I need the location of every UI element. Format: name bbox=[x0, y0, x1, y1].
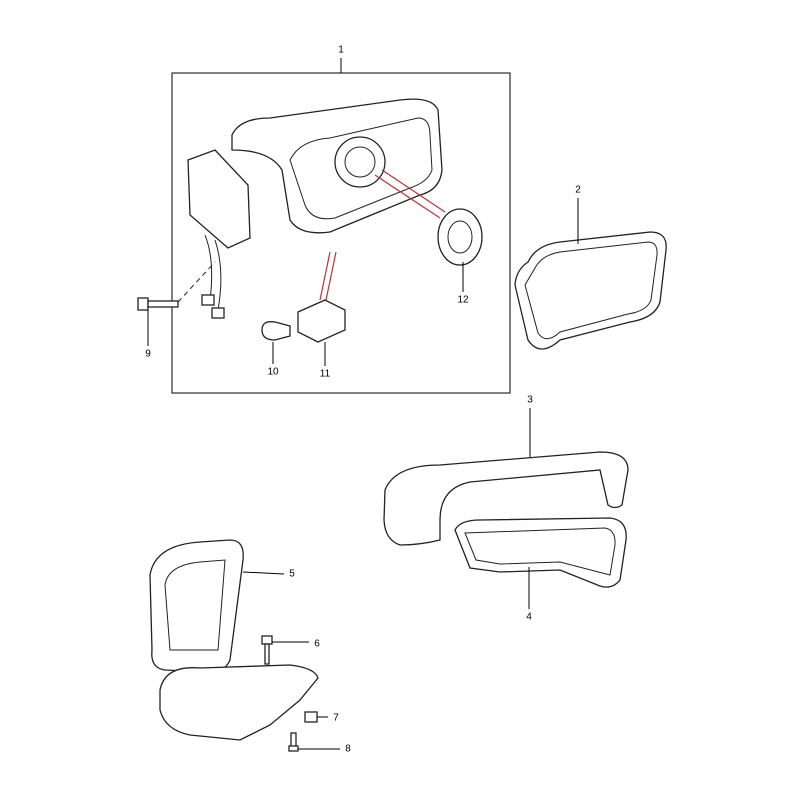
mirror-glass bbox=[514, 198, 667, 350]
bolt-9 bbox=[137, 261, 216, 346]
callout-1: 1 bbox=[338, 44, 344, 56]
callout-12: 12 bbox=[457, 294, 469, 306]
callout-10: 10 bbox=[267, 366, 279, 378]
callout-4: 4 bbox=[526, 611, 532, 623]
callout-5: 5 bbox=[289, 568, 295, 580]
callout-6: 6 bbox=[314, 638, 320, 650]
callout-7: 7 bbox=[333, 712, 339, 724]
callout-9: 9 bbox=[145, 348, 151, 360]
mirror-motor bbox=[374, 169, 483, 292]
mirror-base bbox=[149, 539, 319, 741]
fasteners bbox=[261, 635, 340, 752]
callout-11: 11 bbox=[319, 368, 331, 380]
callout-8: 8 bbox=[345, 743, 351, 755]
cover-insert bbox=[454, 517, 627, 609]
bulb-and-lamp bbox=[261, 251, 346, 366]
mirror-housing bbox=[187, 98, 443, 319]
mirror-cover bbox=[383, 408, 629, 546]
callout-2: 2 bbox=[575, 184, 581, 196]
callout-3: 3 bbox=[527, 394, 533, 406]
